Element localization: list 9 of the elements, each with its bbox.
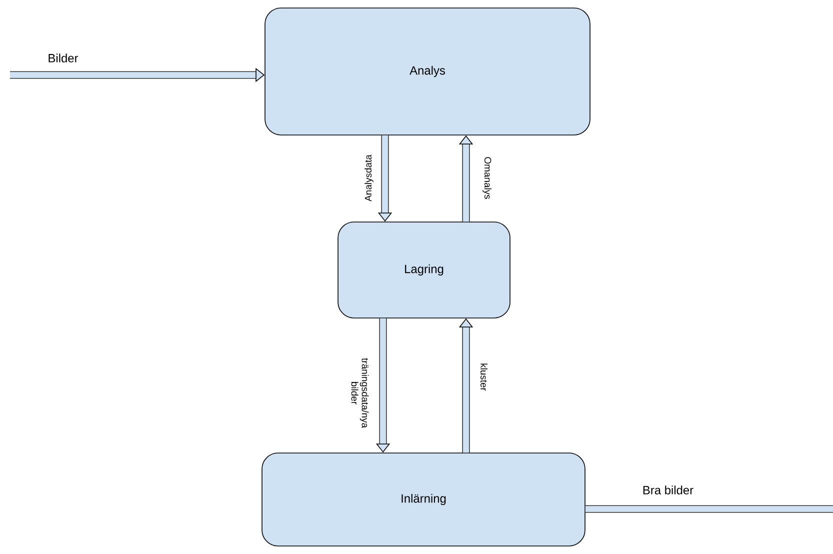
edge-label: träningsdata/nya bilder: [351, 358, 369, 428]
process-box: Inlärning: [262, 452, 586, 546]
process-box: Analys: [264, 8, 590, 136]
edge-label: Omanalys: [482, 157, 492, 199]
edge-label: Bilder: [48, 54, 78, 62]
edge-label: kluster: [480, 364, 488, 391]
process-box: Lagring: [338, 222, 510, 318]
edge-label: Analysdata: [364, 154, 374, 202]
edge-label: Bra bilder: [643, 486, 694, 494]
